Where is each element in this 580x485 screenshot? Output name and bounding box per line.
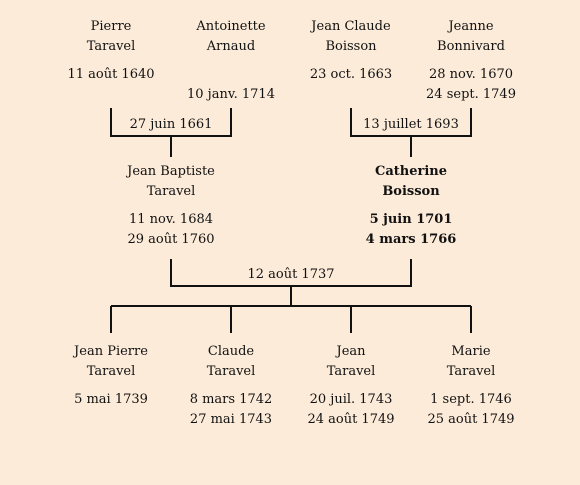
person-name: Claude [207, 344, 255, 359]
grandparent-jeanne-bonnivard: Jeanne Bonnivard 28 nov. 1670 24 sept. 1… [401, 17, 541, 105]
parent-jean-baptiste-taravel: Jean Baptiste Taravel 11 nov. 1684 29 ao… [101, 162, 241, 250]
birth-date: 11 nov. 1684 [128, 212, 214, 227]
child-marie-taravel: Marie Taravel 1 sept. 1746 25 août 1749 [401, 342, 541, 430]
person-name: Antoinette [196, 19, 266, 34]
death-date [281, 85, 421, 105]
birth-date: 8 mars 1742 [189, 392, 273, 407]
person-surname: Taravel [446, 364, 496, 379]
death-date: 24 août 1749 [307, 412, 395, 427]
birth-date [161, 65, 301, 85]
person-surname: Boisson [325, 39, 377, 54]
death-date: 29 août 1760 [127, 232, 215, 247]
person-name: Jean [336, 344, 366, 359]
person-surname: Taravel [86, 39, 136, 54]
grandparent-jean-claude-boisson: Jean Claude Boisson 23 oct. 1663 [281, 17, 421, 105]
person-surname: Taravel [206, 364, 256, 379]
paternal-marriage-date: 27 juin 1661 [129, 117, 213, 132]
birth-date: 5 mai 1739 [74, 392, 148, 407]
death-date [41, 410, 181, 430]
birth-date: 20 juil. 1743 [309, 392, 393, 407]
birth-date: 11 août 1640 [67, 67, 155, 82]
person-name: Catherine [374, 164, 447, 179]
death-date: 27 mai 1743 [189, 412, 273, 427]
death-date: 4 mars 1766 [365, 232, 457, 247]
person-surname: Taravel [86, 364, 136, 379]
person-surname: Bonnivard [437, 39, 505, 54]
person-surname: Boisson [382, 184, 440, 199]
birth-date: 28 nov. 1670 [428, 67, 514, 82]
person-name: Jean Claude [311, 19, 391, 34]
person-surname: Taravel [326, 364, 376, 379]
person-name: Pierre [90, 19, 132, 34]
person-name: Marie [451, 344, 491, 359]
person-name: Jeanne [448, 19, 494, 34]
death-date: 10 janv. 1714 [187, 87, 275, 102]
parents-marriage-date: 12 août 1737 [247, 267, 335, 282]
death-date: 25 août 1749 [427, 412, 515, 427]
person-surname: Arnaud [206, 39, 256, 54]
maternal-marriage-date: 13 juillet 1693 [363, 117, 459, 132]
birth-date: 1 sept. 1746 [430, 392, 512, 407]
grandparent-antoinette-arnaud: Antoinette Arnaud 10 janv. 1714 [161, 17, 301, 105]
death-date: 24 sept. 1749 [426, 87, 516, 102]
child-jean-pierre-taravel: Jean Pierre Taravel 5 mai 1739 [41, 342, 181, 430]
person-surname: Taravel [146, 184, 196, 199]
person-name: Jean Pierre [74, 344, 148, 359]
child-claude-taravel: Claude Taravel 8 mars 1742 27 mai 1743 [161, 342, 301, 430]
grandparent-pierre-taravel: Pierre Taravel 11 août 1640 [41, 17, 181, 105]
death-date [41, 85, 181, 105]
parent-catherine-boisson: Catherine Boisson 5 juin 1701 4 mars 176… [341, 162, 481, 250]
birth-date: 23 oct. 1663 [309, 67, 393, 82]
child-jean-taravel: Jean Taravel 20 juil. 1743 24 août 1749 [281, 342, 421, 430]
birth-date: 5 juin 1701 [369, 212, 453, 227]
person-name: Jean Baptiste [127, 164, 215, 179]
